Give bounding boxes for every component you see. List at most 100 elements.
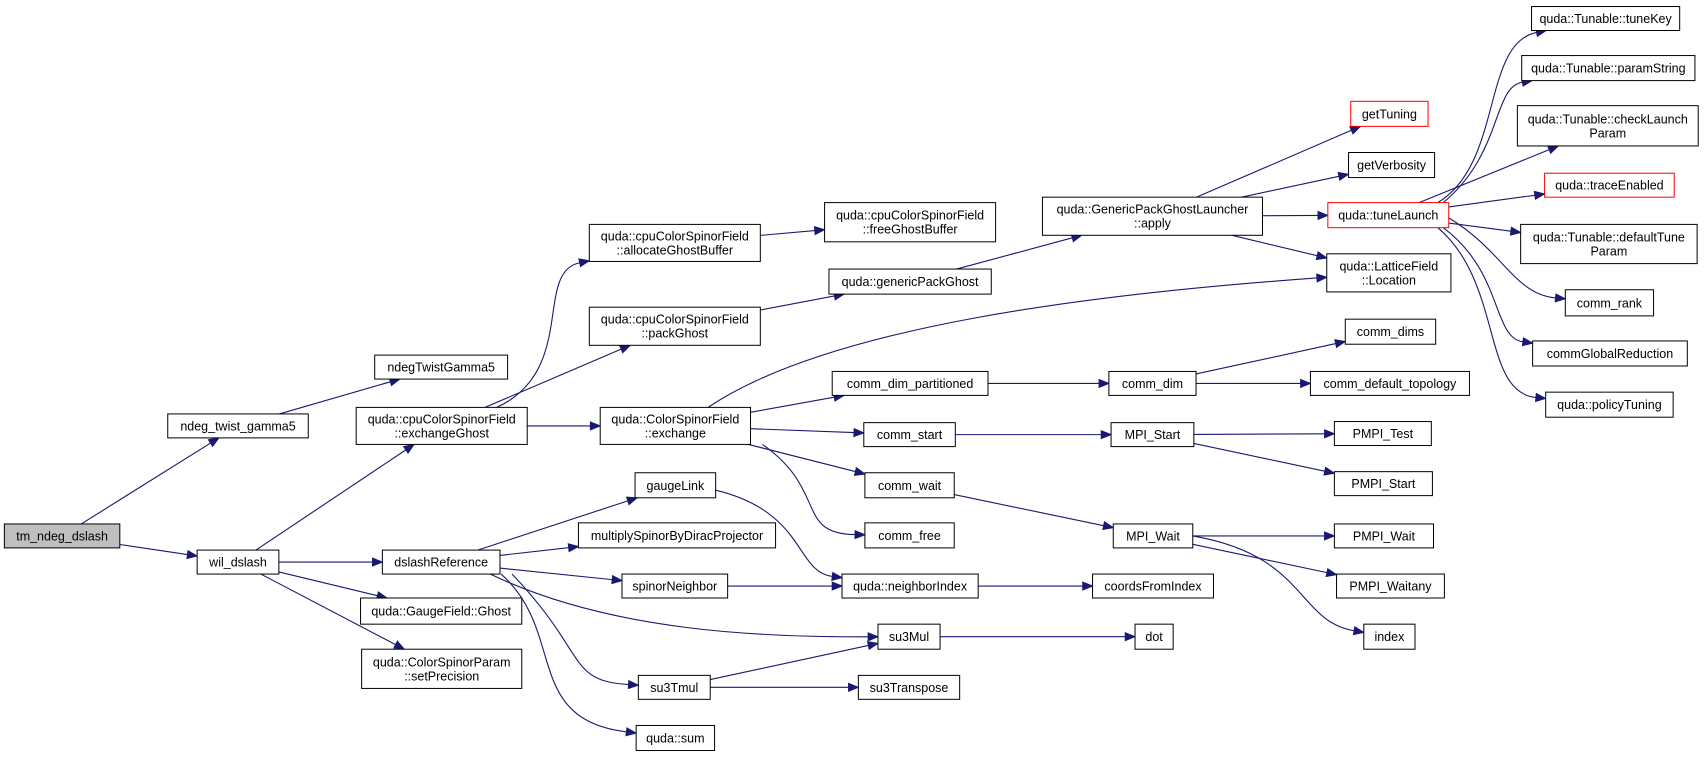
node-tuneKey[interactable]: quda::Tunable::tuneKey [1531,6,1681,31]
node-comm-dims[interactable]: comm_dims [1344,318,1437,345]
edge-arrowhead [1324,429,1336,439]
edge-line [956,237,1073,270]
node-MPI-Start[interactable]: MPI_Start [1110,422,1195,448]
edge-gaugeLink-to-neighborIndex [715,489,844,582]
node-ndeg-twist-gamma5[interactable]: ndeg_twist_gamma5 [167,413,309,439]
node-cpu-packGhost[interactable]: quda::cpuColorSpinorField::packGhost [588,306,761,346]
node-tuneLaunch[interactable]: quda::tuneLaunch [1327,202,1450,229]
node-paramString[interactable]: quda::Tunable::paramString [1521,55,1696,82]
node-CSP-setPrecision[interactable]: quda::ColorSpinorParam::setPrecision [361,648,523,689]
node-index[interactable]: index [1363,623,1416,650]
edge-cpu_allocateGhostBuffer-to-cpu_freeGhostBuffer [760,225,826,236]
node-label: PMPI_Start [1351,477,1415,491]
node-comm-rank[interactable]: comm_rank [1564,289,1655,317]
edge-arrowhead [813,225,826,236]
node-box [1516,105,1699,147]
edge-arrowhead [848,682,860,692]
node-box [1363,623,1416,650]
node-ndegTwistGamma5[interactable]: ndegTwistGamma5 [374,354,509,380]
node-CSF-exchange[interactable]: quda::ColorSpinorField::exchange [599,406,752,445]
edge-line [1437,227,1536,399]
node-getVerbosity[interactable]: getVerbosity [1348,152,1436,179]
edge-arrowhead [1316,273,1329,283]
edge-line [1195,343,1336,375]
node-label: quda::ColorSpinorField [611,412,739,426]
node-gaugeLink[interactable]: gaugeLink [634,472,717,499]
node-PMPI-Test[interactable]: PMPI_Test [1333,421,1432,447]
node-box [1350,100,1429,127]
edge-line [489,573,869,638]
node-PMPI-Start[interactable]: PMPI_Start [1333,471,1433,497]
node-box [1344,318,1437,345]
node-su3Transpose[interactable]: su3Transpose [857,674,961,700]
node-box [621,573,729,599]
node-label: MPI_Wait [1126,529,1180,543]
node-dot[interactable]: dot [1134,623,1174,650]
edge-arrowhead [1325,567,1338,578]
node-quda-sum[interactable]: quda::sum [635,724,716,752]
node-box [588,223,761,262]
node-GaugeField-Ghost[interactable]: quda::GaugeField::Ghost [360,597,523,625]
edge-dslashReference-to-gaugeLink [477,496,639,551]
node-GPGL-apply[interactable]: quda::GenericPackGhostLauncher::apply [1041,196,1263,236]
node-multiplySpinorByDiracProjector[interactable]: multiplySpinorByDiracProjector [577,522,777,549]
edge-arrowhead [402,443,416,455]
node-comm-wait[interactable]: comm_wait [864,472,955,499]
node-box [1333,523,1434,549]
edge-arrowhead [627,679,640,690]
node-PMPI-Wait[interactable]: PMPI_Wait [1333,523,1434,549]
edge-line [1418,149,1550,204]
node-policyTuning[interactable]: quda::policyTuning [1545,391,1674,418]
node-label: ndegTwistGamma5 [387,361,495,375]
node-MPI-Wait[interactable]: MPI_Wait [1112,523,1194,549]
node-comm-dim[interactable]: comm_dim [1108,370,1197,396]
node-box [831,370,989,396]
node-spinorNeighbor[interactable]: spinorNeighbor [621,573,729,599]
edge-line [499,547,569,556]
node-box [1544,172,1675,198]
node-label: quda::ColorSpinorParam [373,655,511,669]
edge-arrowhead [1317,210,1330,221]
node-comm-default-topology[interactable]: comm_default_topology [1309,370,1470,396]
node-su3Tmul[interactable]: su3Tmul [637,674,711,700]
node-label: dslashReference [394,556,488,570]
node-getTuning[interactable]: getTuning [1350,100,1429,127]
node-cpu-allocateGhostBuffer[interactable]: quda::cpuColorSpinorField::allocateGhost… [588,223,761,262]
edge-dslashReference-to-quda_sum [500,573,638,737]
node-commGlobalReduction[interactable]: commGlobalReduction [1532,340,1688,367]
edge-arrowhead [1521,337,1534,347]
edge-line [760,230,815,236]
node-wil-dslash[interactable]: wil_dslash [196,549,280,575]
node-label: getTuning [1362,107,1417,121]
node-PMPI-Waitany[interactable]: PMPI_Waitany [1336,573,1445,599]
node-box [863,422,956,448]
node-label: ::allocateGhostBuffer [617,243,734,257]
node-neighborIndex[interactable]: quda::neighborIndex [841,573,979,599]
node-label: quda::GenericPackGhostLauncher [1057,203,1249,217]
node-dslashReference[interactable]: dslashReference [381,549,501,575]
node-comm-start[interactable]: comm_start [863,422,956,448]
node-comm-dim-partitioned[interactable]: comm_dim_partitioned [831,370,989,396]
edge-line [1196,129,1352,198]
node-label: quda::traceEnabled [1555,179,1663,193]
node-coordsFromIndex[interactable]: coordsFromIndex [1092,573,1214,599]
node-label: ::setPrecision [404,669,479,683]
node-comm-free[interactable]: comm_free [864,522,955,549]
node-genericPackGhost[interactable]: quda::genericPackGhost [828,268,992,295]
node-box [1309,370,1470,396]
edge-tm_ndeg_dslash-to-wil_dslash [119,543,199,560]
node-cpu-exchangeGhost[interactable]: quda::cpuColorSpinorField::exchangeGhost [355,406,528,445]
node-LF-Location[interactable]: quda::LatticeField::Location [1326,253,1452,293]
edge-arrowhead [1554,293,1567,303]
node-box [196,549,280,575]
node-box [361,648,523,689]
edge-GPGL_apply-to-getTuning [1196,125,1362,198]
node-traceEnabled[interactable]: quda::traceEnabled [1544,172,1675,198]
node-label: quda::policyTuning [1557,398,1662,412]
node-su3Mul[interactable]: su3Mul [877,623,941,650]
edge-arrowhead [1546,145,1560,155]
node-cpu-freeGhostBuffer[interactable]: quda::cpuColorSpinorField::freeGhostBuff… [824,202,997,243]
edge-CSF_exchange-to-comm_start [750,427,866,438]
